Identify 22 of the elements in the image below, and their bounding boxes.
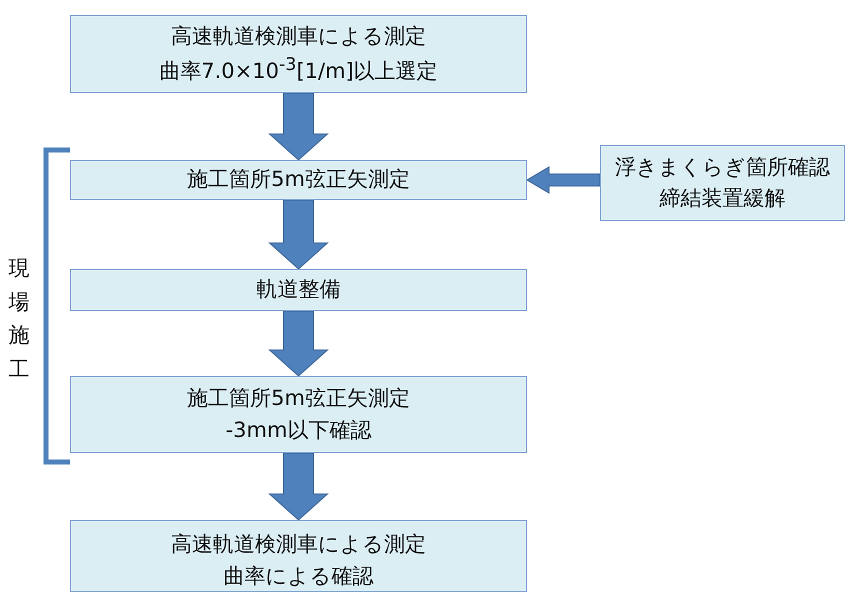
box-text: -3mm以下確認 [226,416,372,444]
process-box [70,269,527,311]
box-text: 施工箇所5m弦正矢測定 [187,166,410,194]
box-text: 締結装置緩解 [660,185,786,212]
process-box [70,160,527,200]
process-box [70,15,527,93]
block-arrow [268,92,329,161]
box-text: 曲率による確認 [224,562,374,590]
block-arrow [268,452,329,521]
vertical-label: 現場施工 [8,255,30,383]
box-text: 浮きまくらぎ箇所確認 [615,154,830,180]
block-arrow [526,166,600,194]
process-box [70,376,527,453]
process-box [70,520,527,592]
box-text: 施工箇所5m弦正矢測定 [187,385,410,412]
block-arrow [268,310,329,377]
process-box [600,145,845,221]
block-arrow [268,200,329,270]
box-text: 高速軌道検測車による測定 [171,531,426,558]
box-text: 軌道整備 [256,276,340,304]
box-text: 高速軌道検測車による測定 [171,22,426,50]
box-text: 曲率7.0×10$^{-3}$[1/m]以上選定 [159,54,438,85]
